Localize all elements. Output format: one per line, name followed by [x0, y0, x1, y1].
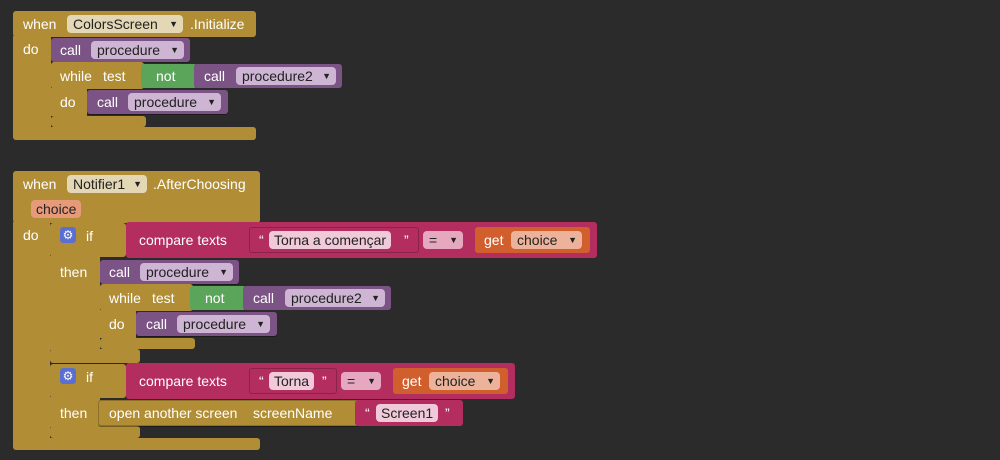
text-string-block[interactable]: “ Torna ”	[249, 368, 337, 394]
chevron-down-icon: ▼	[256, 319, 265, 329]
quote-open: “	[259, 373, 264, 389]
chevron-down-icon: ▼	[568, 235, 577, 245]
text-value[interactable]: Torna a començar	[269, 231, 392, 249]
call-label: call	[204, 68, 226, 84]
component-dropdown[interactable]: Notifier1 ▼	[67, 175, 147, 193]
call-procedure-block[interactable]: call procedure ▼	[51, 38, 190, 62]
get-label: get	[484, 232, 504, 248]
procedure-name: procedure	[134, 94, 198, 110]
event-name: .AfterChoosing	[153, 176, 246, 192]
text-value[interactable]: Screen1	[376, 404, 439, 422]
open-screen-label: open another screen	[109, 405, 238, 421]
when-label: when	[23, 176, 57, 192]
call-procedure-block[interactable]: call procedure2 ▼	[243, 286, 391, 310]
text-string-block[interactable]: “ Torna a començar ”	[249, 227, 419, 253]
quote-close: ”	[322, 373, 327, 389]
compare-texts-label: compare texts	[139, 373, 227, 389]
call-procedure-block[interactable]: call procedure ▼	[136, 312, 277, 336]
variable-dropdown[interactable]: choice ▼	[429, 372, 500, 390]
operator-dropdown[interactable]: = ▼	[341, 372, 381, 390]
quote-open: “	[365, 405, 370, 421]
component-dropdown[interactable]: ColorsScreen ▼	[67, 15, 183, 33]
procedure-dropdown[interactable]: procedure ▼	[140, 263, 233, 281]
variable-dropdown[interactable]: choice ▼	[511, 231, 582, 249]
not-label: not	[205, 290, 225, 306]
screen-name-label: screenName	[253, 405, 333, 421]
call-label: call	[253, 290, 275, 306]
chevron-down-icon: ▼	[133, 179, 142, 189]
quote-close: ”	[445, 405, 450, 421]
if-label: if	[86, 369, 93, 385]
if-label: if	[86, 228, 93, 244]
procedure-name: procedure	[97, 42, 161, 58]
component-name: ColorsScreen	[73, 16, 158, 32]
then-label: then	[60, 405, 88, 421]
call-label: call	[109, 264, 131, 280]
while-label: while	[60, 68, 92, 84]
get-variable-block[interactable]: get choice ▼	[393, 368, 508, 394]
chevron-down-icon: ▼	[169, 19, 178, 29]
do-label: do	[109, 316, 125, 332]
operator-dropdown[interactable]: = ▼	[423, 231, 463, 249]
chevron-down-icon: ▼	[449, 235, 458, 245]
text-value[interactable]: Torna	[269, 372, 315, 390]
call-label: call	[60, 42, 82, 58]
not-block[interactable]: not	[141, 64, 197, 88]
call-label: call	[146, 316, 168, 332]
procedure-dropdown[interactable]: procedure2 ▼	[285, 289, 385, 307]
compare-texts-block[interactable]: compare texts “ Torna a començar ” = ▼ g…	[126, 222, 597, 258]
call-label: call	[97, 94, 119, 110]
variable-name: choice	[517, 232, 558, 248]
chevron-down-icon: ▼	[170, 45, 179, 55]
do-label: do	[23, 227, 39, 243]
procedure-name: procedure	[146, 264, 210, 280]
test-label: test	[152, 290, 175, 306]
chevron-down-icon: ▼	[367, 376, 376, 386]
variable-name: choice	[435, 373, 476, 389]
quote-close: ”	[404, 232, 409, 248]
procedure-dropdown[interactable]: procedure ▼	[177, 315, 270, 333]
operator-value: =	[347, 373, 356, 389]
gear-icon[interactable]: ⚙	[60, 227, 76, 243]
compare-texts-block[interactable]: compare texts “ Torna ” = ▼ get choice ▼	[126, 363, 515, 399]
chevron-down-icon: ▼	[219, 267, 228, 277]
not-block[interactable]: not	[190, 286, 246, 310]
quote-open: “	[259, 232, 264, 248]
procedure-name: procedure2	[291, 290, 362, 306]
open-another-screen-block[interactable]: open another screen screenName	[98, 400, 360, 426]
chevron-down-icon: ▼	[486, 376, 495, 386]
do-label: do	[60, 94, 76, 110]
chevron-down-icon: ▼	[371, 293, 380, 303]
procedure-dropdown[interactable]: procedure ▼	[128, 93, 221, 111]
get-variable-block[interactable]: get choice ▼	[475, 227, 590, 253]
call-procedure-block[interactable]: call procedure ▼	[87, 90, 228, 114]
not-label: not	[156, 68, 176, 84]
component-name: Notifier1	[73, 176, 126, 192]
event-parameter[interactable]: choice	[31, 200, 82, 218]
chevron-down-icon: ▼	[207, 97, 216, 107]
call-procedure-block[interactable]: call procedure2 ▼	[194, 64, 342, 88]
call-procedure-block[interactable]: call procedure ▼	[100, 260, 239, 284]
then-label: then	[60, 264, 88, 280]
procedure-dropdown[interactable]: procedure ▼	[91, 41, 184, 59]
compare-texts-label: compare texts	[139, 232, 227, 248]
while-label: while	[109, 290, 141, 306]
do-label: do	[23, 41, 39, 57]
operator-value: =	[429, 232, 438, 248]
get-label: get	[402, 373, 422, 389]
gear-icon[interactable]: ⚙	[60, 368, 76, 384]
chevron-down-icon: ▼	[322, 71, 331, 81]
when-label: when	[23, 16, 57, 32]
procedure-name: procedure	[183, 316, 247, 332]
procedure-dropdown[interactable]: procedure2 ▼	[236, 67, 336, 85]
text-string-block[interactable]: “ Screen1 ”	[355, 400, 463, 426]
event-name: .Initialize	[190, 16, 245, 32]
procedure-name: procedure2	[242, 68, 313, 84]
test-label: test	[103, 68, 126, 84]
